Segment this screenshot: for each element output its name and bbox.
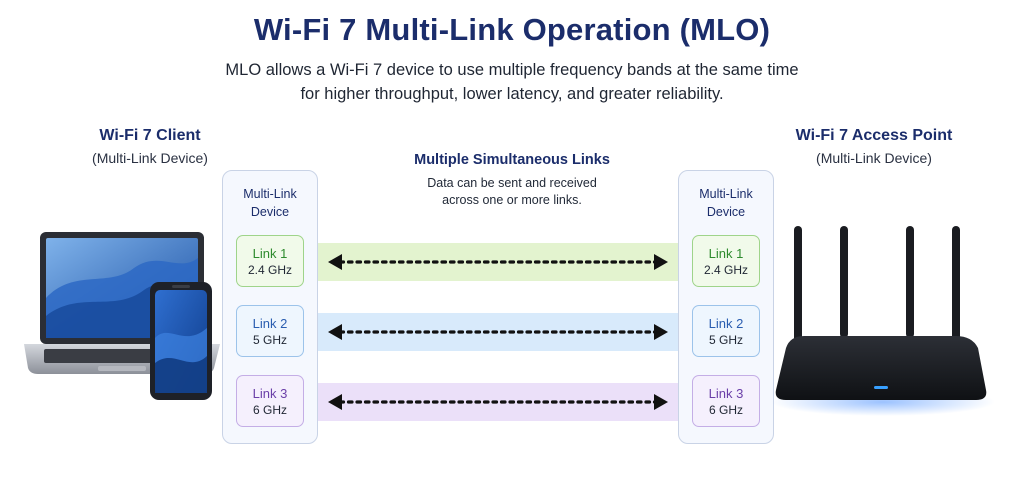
client-link-1-box: Link 1 2.4 GHz [236,235,304,287]
ap-link-1-freq: 2.4 GHz [703,263,748,277]
client-mld-panel: Multi-Link Device Link 1 2.4 GHz Link 2 … [222,170,318,444]
client-link-3-box: Link 3 6 GHz [236,375,304,427]
client-link-3-freq: 6 GHz [252,403,287,417]
ap-link-3-freq: 6 GHz [708,403,743,417]
link-band-2 [318,313,678,351]
ap-link-2-freq: 5 GHz [708,333,743,347]
subtitle-line-2: for higher throughput, lower latency, an… [300,85,724,103]
router-icon [771,226,995,416]
ap-link-3-name: Link 3 [708,386,744,401]
client-link-1-name: Link 1 [252,246,288,261]
ap-title: Wi-Fi 7 Access Point [795,127,953,144]
ap-link-1-name: Link 1 [708,246,744,261]
ap-mld-label-line-1: Multi-Link [699,187,753,201]
link-band-3 [318,383,678,421]
client-mld-label-line-1: Multi-Link [243,187,297,201]
ap-mld-panel: Multi-Link Device Link 1 2.4 GHz Link 2 … [678,170,774,444]
client-title: Wi-Fi 7 Client [99,127,201,144]
ap-link-1-box: Link 1 2.4 GHz [692,235,760,287]
laptop-and-phone-icon [24,232,220,400]
subtitle-line-1: MLO allows a Wi-Fi 7 device to use multi… [225,61,799,79]
client-link-2-freq: 5 GHz [252,333,287,347]
links-title: Multiple Simultaneous Links [414,152,610,168]
ap-mld-label: Multi-Link Device [679,185,773,221]
client-link-2-box: Link 2 5 GHz [236,305,304,357]
links-description-line-2: across one or more links. [442,193,582,207]
page-subtitle: MLO allows a Wi-Fi 7 device to use multi… [0,58,1024,106]
links-description: Data can be sent and received across one… [340,175,684,209]
client-link-1-freq: 2.4 GHz [247,263,292,277]
link-band-1 [318,243,678,281]
page-title: Wi-Fi 7 Multi-Link Operation (MLO) [253,12,771,47]
client-mld-label: Multi-Link Device [223,185,317,221]
client-mld-label-line-2: Device [250,205,290,219]
ap-link-3-box: Link 3 6 GHz [692,375,760,427]
double-headed-dotted-arrow-icon [328,324,668,340]
ap-mld-label-line-2: Device [706,205,746,219]
ap-subtitle: (Multi-Link Device) [816,150,932,166]
client-link-2-name: Link 2 [252,316,288,331]
double-headed-dotted-arrow-icon [328,254,668,270]
ap-link-2-name: Link 2 [708,316,744,331]
double-headed-dotted-arrow-icon [328,394,668,410]
client-subtitle: (Multi-Link Device) [92,150,208,166]
client-link-3-name: Link 3 [252,386,288,401]
links-description-line-1: Data can be sent and received [427,176,597,190]
ap-link-2-box: Link 2 5 GHz [692,305,760,357]
